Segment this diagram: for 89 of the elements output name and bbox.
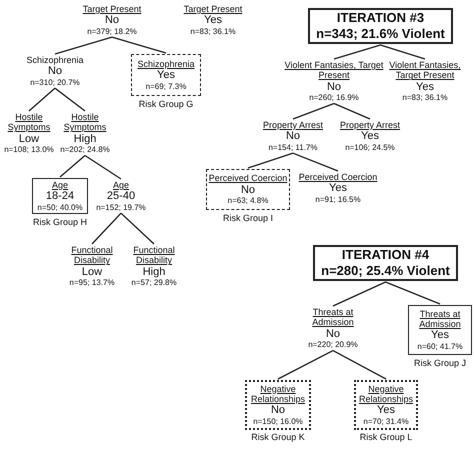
split-variable: Functional Disability [132,245,176,266]
sample-stats: n=220; 20.9% [308,340,358,350]
split-value: Low [82,266,102,278]
split-value: 18-24 [46,190,74,203]
split-variable: Property Arrest [262,120,324,130]
risk-group-label: Risk Group K [251,432,305,442]
sample-stats: n=57; 29.8% [131,278,177,288]
split-variable: Property Arrest [340,120,400,130]
iteration-stats: n=280; 25.4% Violent [321,263,450,279]
branch-line [84,154,122,180]
sample-stats: n=50; 40.0% [37,202,83,212]
sample-stats: n=91; 16.5% [315,194,361,204]
iteration-box [308,8,453,44]
split-value: Yes [329,182,347,195]
split-value: No [326,80,342,94]
split-value: Yes [361,130,379,143]
split-value: High [74,132,96,146]
branch-line [92,212,122,244]
split-variable: Negative Relationships [250,384,306,404]
split-variable: Violent Fantasies, Target Present [284,60,384,81]
split-variable: Age [52,180,68,190]
sample-stats: n=154; 11.7% [268,142,318,152]
sample-stats: n=70; 31.4% [363,417,409,426]
split-value: No [286,130,300,143]
sample-stats: n=106; 24.5% [345,142,395,152]
branch-line [334,44,381,60]
split-value: No [104,14,120,27]
split-value: No [326,328,340,340]
sample-stats: n=260; 16.9% [309,93,359,103]
split-variable: Negative Relationships [358,384,414,404]
split-value: High [142,266,166,278]
branch-line [385,281,440,305]
branch-line [248,152,294,169]
split-variable: Schizophrenia [137,58,195,70]
risk-group-label: Risk Group H [32,217,87,228]
split-variable: Schizophrenia [26,55,84,66]
sample-stats: n=108; 13.0% [4,145,54,155]
risk-group-label: Risk Group J [414,358,466,368]
branch-line [332,281,386,307]
branch-line [28,88,56,112]
split-value: Yes [204,14,222,27]
branch-line [54,36,112,55]
sample-stats: n=69; 7.3% [146,82,186,92]
split-variable: Functional Disability [70,245,114,266]
split-variable: Threats at Admission [311,307,355,328]
branch-line [120,212,154,244]
branch-line [278,350,334,380]
branch-line [54,88,86,112]
split-value: Low [18,132,40,146]
branch-line [292,102,334,120]
split-value: Yes [157,69,175,82]
split-variable: Age [112,180,129,190]
branch-line [332,350,386,380]
split-variable: Hostile Symptoms [6,112,52,133]
risk-group-label: Risk Group L [360,432,412,442]
risk-group-label: Risk Group G [138,99,194,110]
sample-stats: n=379; 18.2% [87,26,137,36]
split-variable: Hostile Symptoms [62,112,108,133]
sample-stats: n=150; 16.0% [253,417,303,426]
sample-stats: n=60; 41.7% [417,342,463,352]
iteration-box [313,245,458,281]
split-variable: Threats at Admission [418,308,462,330]
split-value: Yes [431,329,449,342]
iteration-stats: n=343; 21.6% Violent [316,26,445,42]
split-value: No [270,404,286,418]
split-value: Yes [416,80,434,94]
sample-stats: n=83; 36.1% [190,26,236,36]
sample-stats: n=83; 36.1% [402,93,448,103]
sample-stats: n=202; 24.8% [60,145,110,155]
split-variable: Target Present [184,4,242,14]
sample-stats: n=63; 4.8% [228,196,268,206]
split-value: No [48,65,62,78]
split-value: 25-40 [106,190,136,203]
iteration-title: ITERATION #4 [342,247,430,263]
iteration-title: ITERATION #3 [336,10,424,26]
branch-line [334,102,370,120]
risk-group-label: Risk Group I [222,213,273,224]
branch-line [112,36,166,54]
split-variable: Perceived Coercion [298,172,378,182]
split-value: Yes [377,404,395,418]
branch-line [60,155,86,178]
split-variable: Target Present [82,4,142,14]
split-variable: Perceived Coercion [208,173,288,184]
sample-stats: n=310; 20.7% [30,78,80,88]
split-value: No [240,184,256,196]
branch-line [292,152,338,172]
branch-line [380,44,426,60]
sample-stats: n=95; 13.7% [69,278,115,288]
sample-stats: n=152; 19.7% [96,202,146,212]
